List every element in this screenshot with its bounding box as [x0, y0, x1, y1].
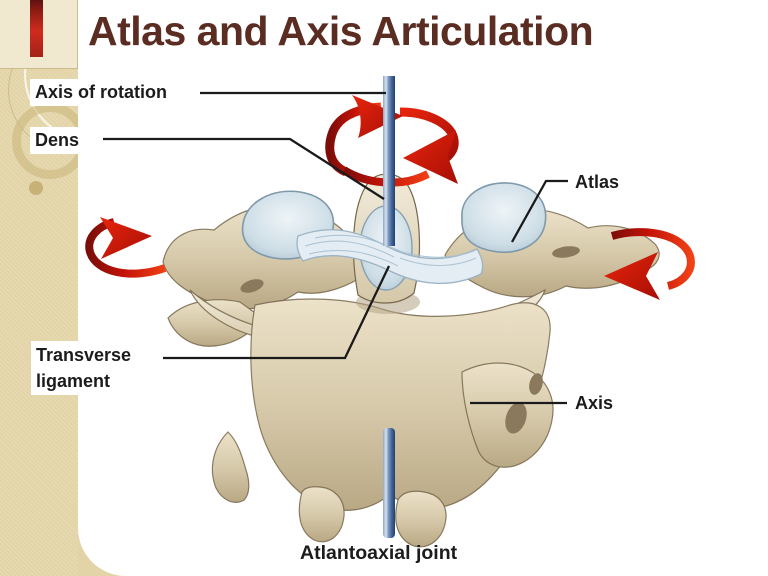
- rotation-axis-rod: [383, 76, 395, 538]
- label-dens: Dens: [30, 127, 85, 154]
- label-atlantoaxial-joint: Atlantoaxial joint: [300, 542, 458, 564]
- pointer-lines: [103, 91, 568, 405]
- right-articular-facet: [461, 182, 547, 253]
- axis-bone: [211, 290, 554, 548]
- label-axis: Axis: [570, 390, 619, 417]
- transverse-ligament-band: [296, 229, 484, 285]
- decorative-bullet-icon: [29, 181, 43, 195]
- label-transverse-ligament: Transverse ligament: [31, 341, 159, 395]
- rotation-arrow-left-icon: [85, 217, 167, 278]
- atlas-pointer-line: [510, 179, 568, 243]
- rotation-arrow-top-icon: [325, 95, 459, 187]
- transverse-ligament-pointer-line: [163, 265, 391, 360]
- label-axis-of-rotation: Axis of rotation: [30, 79, 173, 106]
- red-accent-bar: [30, 0, 43, 57]
- rotation-arrow-right-icon: [604, 228, 695, 300]
- slide-title: Atlas and Axis Articulation: [88, 8, 594, 54]
- dens-pointer-line: [103, 137, 385, 200]
- label-atlas: Atlas: [570, 169, 625, 196]
